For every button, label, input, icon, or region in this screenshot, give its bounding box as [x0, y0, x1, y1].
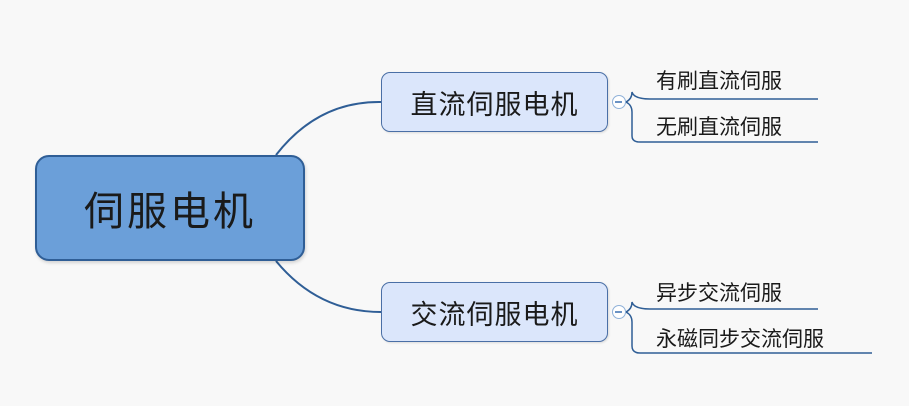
leaf-node-brushed-dc[interactable]: 有刷直流伺服 — [656, 69, 782, 93]
root-to-dc-connector — [275, 100, 382, 156]
leaf-node-pmsm-ac[interactable]: 永磁同步交流伺服 — [656, 327, 824, 351]
branch-node-ac[interactable]: 交流伺服电机 — [381, 282, 608, 342]
dc-child-2-connector — [625, 101, 818, 143]
root-to-ac-connector — [275, 260, 382, 313]
ac-child-2-connector — [625, 311, 872, 354]
collapse-minus-icon[interactable] — [612, 95, 626, 109]
branch-node-dc-label: 直流伺服电机 — [410, 89, 579, 121]
branch-node-dc[interactable]: 直流伺服电机 — [381, 72, 608, 132]
leaf-node-async-ac[interactable]: 异步交流伺服 — [656, 281, 782, 305]
dc-child-1-connector — [625, 91, 818, 103]
leaf-node-brushless-dc[interactable]: 无刷直流伺服 — [656, 115, 782, 139]
root-node[interactable]: 伺服电机 — [35, 155, 305, 261]
ac-child-1-connector — [625, 301, 818, 313]
branch-node-ac-label: 交流伺服电机 — [410, 299, 579, 331]
root-node-label: 伺服电机 — [84, 189, 256, 235]
collapse-minus-icon[interactable] — [612, 305, 626, 319]
